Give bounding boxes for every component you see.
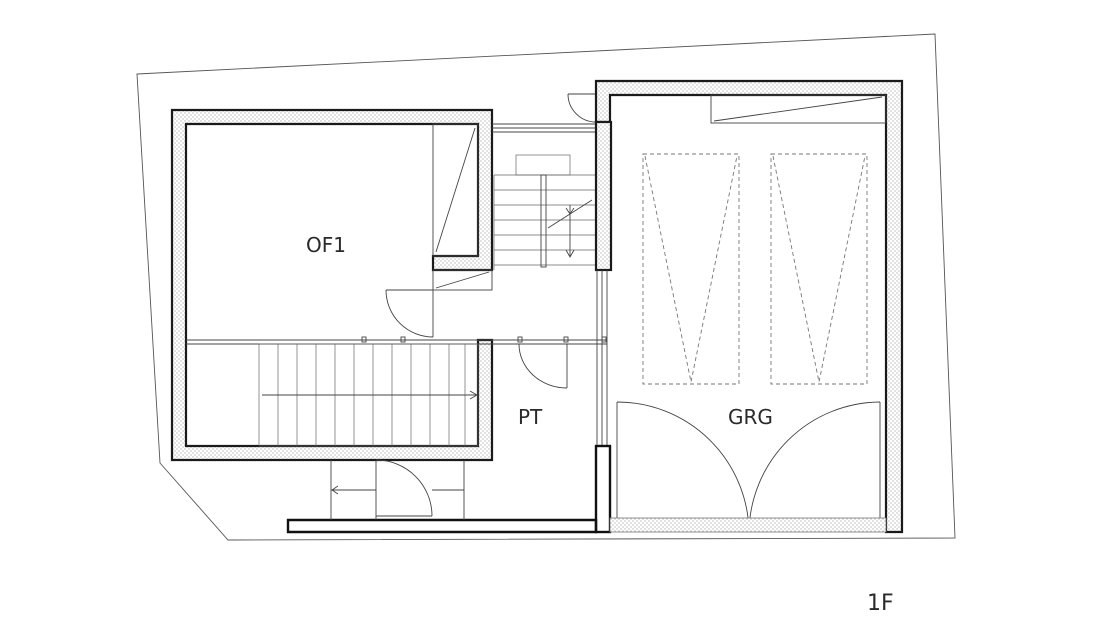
- floor-label: 1F: [867, 591, 894, 616]
- passage-door: [518, 343, 568, 389]
- corridor-door: [567, 93, 597, 124]
- upper-stairs: [493, 154, 596, 270]
- room-label-office: OF1: [306, 233, 346, 257]
- room-label-passage: PT: [518, 405, 543, 429]
- office-walls: [170, 108, 494, 462]
- main-stairs: [258, 343, 479, 447]
- garage-walls: [594, 79, 904, 534]
- parking-space-2: [770, 153, 868, 385]
- entrance-area: [286, 459, 598, 534]
- garage-doors: [609, 401, 887, 533]
- room-label-garage: GRG: [728, 405, 773, 429]
- corridor-window: [492, 123, 596, 133]
- partition-line: [186, 336, 607, 345]
- parking-space-1: [642, 153, 740, 385]
- office-door: [385, 289, 434, 338]
- site-boundary: [136, 33, 956, 541]
